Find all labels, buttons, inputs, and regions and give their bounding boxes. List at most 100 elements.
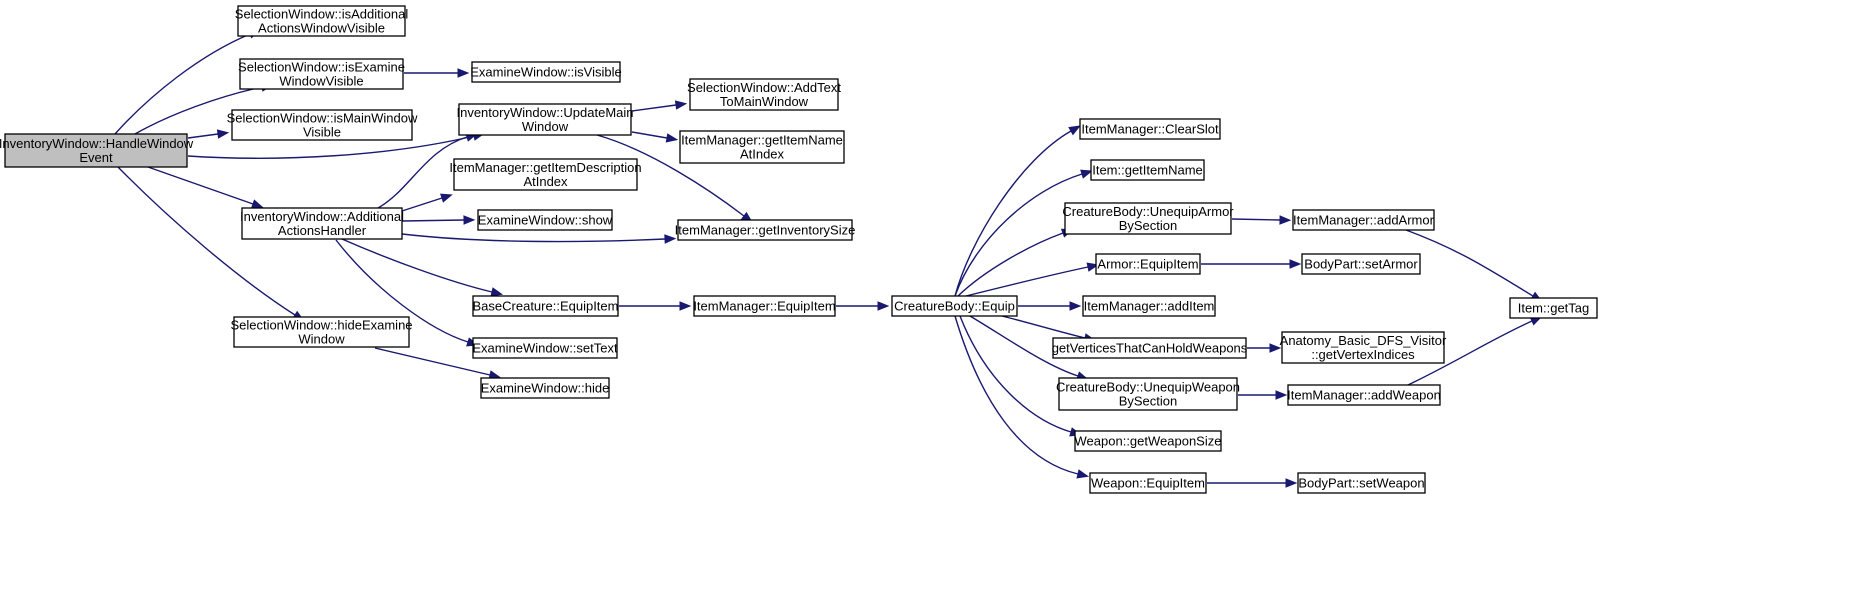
arrowhead <box>457 68 470 78</box>
node-n9[interactable]: ExamineWindow::show <box>477 209 613 231</box>
node-n29[interactable]: Anatomy_Basic_DFS_Visitor::getVertexIndi… <box>1280 331 1447 364</box>
node-n15[interactable]: ItemManager::getInventorySize <box>675 219 856 241</box>
node-label: CreatureBody::UnequipWeapon <box>1056 380 1240 395</box>
node-box[interactable] <box>1301 253 1421 275</box>
node-n21[interactable]: Armor::EquipItem <box>1095 253 1201 275</box>
node-n16[interactable]: ItemManager::EquipItem <box>693 295 836 317</box>
node-box[interactable] <box>1292 209 1435 231</box>
arrowhead <box>440 193 453 203</box>
node-label: ItemManager::getItemName <box>681 133 843 148</box>
node-box[interactable] <box>1064 202 1232 235</box>
node-n11[interactable]: ExamineWindow::setText <box>472 337 618 359</box>
edge-line <box>335 239 469 343</box>
edge-line <box>1001 315 1086 339</box>
node-box[interactable] <box>891 295 1018 317</box>
arrowhead <box>1269 343 1282 353</box>
edge-line <box>1231 218 1281 221</box>
node-n18[interactable]: ItemManager::ClearSlot <box>1079 118 1221 140</box>
node-n27[interactable]: ItemManager::addArmor <box>1292 209 1435 231</box>
node-box[interactable] <box>477 209 613 231</box>
node-box[interactable] <box>233 316 410 348</box>
edge-n7-n13 <box>631 100 688 112</box>
node-box[interactable] <box>471 61 621 83</box>
node-n19[interactable]: Item::getItemName <box>1090 159 1205 181</box>
node-box[interactable] <box>1287 384 1441 406</box>
node-n17[interactable]: CreatureBody::Equip <box>891 295 1018 317</box>
node-box[interactable] <box>237 5 406 37</box>
node-n1[interactable]: SelectionWindow::isAdditionalActionsWind… <box>235 5 409 37</box>
node-label: ItemManager::ClearSlot <box>1081 122 1219 137</box>
node-box[interactable] <box>1281 331 1445 364</box>
arrowhead <box>1279 215 1292 225</box>
node-label: ToMainWindow <box>720 94 809 109</box>
node-box[interactable] <box>1509 297 1598 319</box>
edge-n7-n14 <box>631 131 679 143</box>
edge-n0-n3 <box>187 129 230 139</box>
node-box[interactable] <box>1052 337 1247 359</box>
node-label: BodyPart::setArmor <box>1304 257 1418 272</box>
node-box[interactable] <box>1082 295 1216 317</box>
node-n28[interactable]: BodyPart::setArmor <box>1301 253 1421 275</box>
node-box[interactable] <box>472 337 618 359</box>
node-box[interactable] <box>241 207 403 240</box>
arrowhead <box>216 129 230 139</box>
node-box[interactable] <box>458 103 632 136</box>
node-n31[interactable]: BodyPart::setWeapon <box>1297 472 1426 494</box>
node-box[interactable] <box>231 109 413 141</box>
node-n10[interactable]: BaseCreature::EquipItem <box>472 295 619 317</box>
node-box[interactable] <box>1089 472 1207 494</box>
node-label: SelectionWindow::isAdditional <box>235 7 409 22</box>
node-label: Weapon::getWeaponSize <box>1075 434 1222 449</box>
edge-n17-n19 <box>954 169 1093 297</box>
node-box[interactable] <box>1297 472 1426 494</box>
node-box[interactable] <box>1095 253 1201 275</box>
node-n25[interactable]: Weapon::getWeaponSize <box>1074 430 1222 452</box>
node-n12[interactable]: ExamineWindow::hide <box>480 377 610 399</box>
node-label: AtIndex <box>740 147 785 162</box>
node-box[interactable] <box>472 295 619 317</box>
edge-line <box>631 104 677 112</box>
node-label: Weapon::EquipItem <box>1091 476 1205 491</box>
arrowhead <box>664 234 677 244</box>
node-box[interactable] <box>689 78 839 111</box>
node-box[interactable] <box>677 219 853 241</box>
node-box[interactable] <box>453 158 638 191</box>
node-n23[interactable]: getVerticesThatCanHoldWeapons <box>1052 337 1248 359</box>
edge-n17-n26 <box>954 315 1090 479</box>
arrowhead <box>1086 262 1100 272</box>
node-box[interactable] <box>1058 377 1238 411</box>
node-box[interactable] <box>480 377 610 399</box>
node-label: AtIndex <box>523 174 568 189</box>
node-n6[interactable]: ExamineWindow::isVisible <box>470 61 622 83</box>
node-box[interactable] <box>679 130 845 164</box>
edge-n20-n27 <box>1231 215 1292 225</box>
node-label: getVerticesThatCanHoldWeapons <box>1052 341 1248 356</box>
node-n30[interactable]: ItemManager::addWeapon <box>1287 384 1441 406</box>
root-node-box[interactable] <box>4 133 188 168</box>
edge-n0-n4 <box>147 166 264 209</box>
arrowhead <box>250 199 264 209</box>
node-box[interactable] <box>239 58 404 90</box>
node-box[interactable] <box>1074 430 1222 452</box>
node-box[interactable] <box>693 295 836 317</box>
edge-n17-n18 <box>954 125 1081 297</box>
node-n26[interactable]: Weapon::EquipItem <box>1089 472 1207 494</box>
edge-line <box>401 197 443 212</box>
edge-n24-n30 <box>1238 390 1288 400</box>
node-box[interactable] <box>1079 118 1221 140</box>
node-n32[interactable]: Item::getTag <box>1509 297 1598 319</box>
node-n22[interactable]: ItemManager::addItem <box>1082 295 1216 317</box>
node-box[interactable] <box>1090 159 1205 181</box>
node-n4[interactable]: InventoryWindow::AdditionalActionsHandle… <box>240 207 404 240</box>
